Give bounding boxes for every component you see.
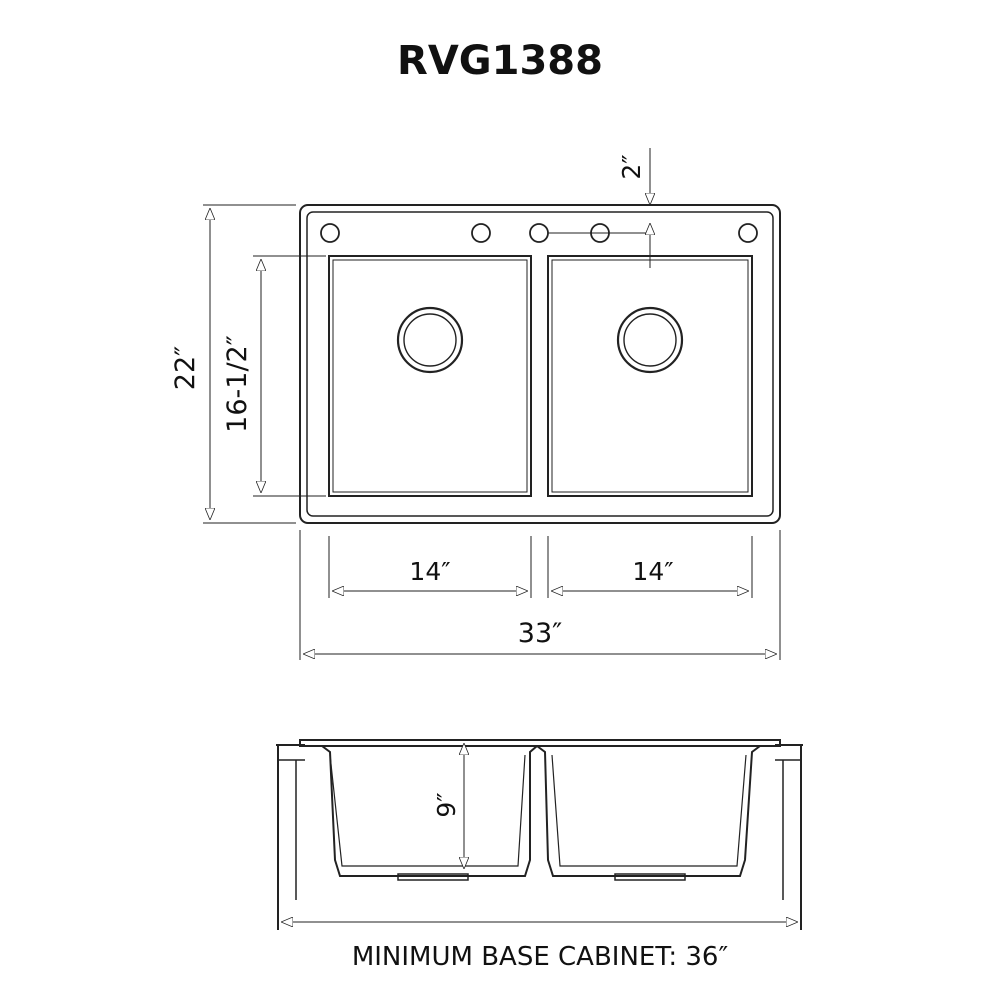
dim-right-bowl-width: 14″ xyxy=(547,536,753,598)
left-bowl-profile xyxy=(321,745,538,877)
right-drain-inner xyxy=(623,313,677,367)
sink-inner-rim xyxy=(306,211,774,517)
bowl-depth-label: 16-1/2″ xyxy=(222,335,253,433)
right-drain-flange xyxy=(614,873,686,881)
faucet-hole-5 xyxy=(738,223,758,243)
left-drain-flange xyxy=(397,873,469,881)
dim-deck-offset: 2″ xyxy=(617,148,650,268)
left-bowl xyxy=(328,255,532,497)
right-bowl-inner xyxy=(551,259,749,493)
left-drain-inner xyxy=(403,313,457,367)
top-view xyxy=(299,204,781,524)
dim-overall-width: 33″ xyxy=(299,530,781,660)
left-bowl-width-label: 14″ xyxy=(409,557,450,586)
faucet-hole-1 xyxy=(320,223,340,243)
deck-offset-label: 2″ xyxy=(617,154,646,179)
dim-overall-depth: 22″ xyxy=(170,204,296,524)
left-bowl-inner-profile xyxy=(329,754,526,867)
faucet-hole-3 xyxy=(529,223,549,243)
right-bowl-width-label: 14″ xyxy=(632,557,673,586)
min-cabinet-caption: MINIMUM BASE CABINET: 36″ xyxy=(352,942,729,972)
dim-left-bowl-width: 14″ xyxy=(328,536,532,598)
right-drain-icon xyxy=(616,306,684,374)
overall-depth-label: 22″ xyxy=(170,346,201,390)
bowl-height-label: 9″ xyxy=(432,792,461,817)
faucet-hole-2 xyxy=(471,223,491,243)
model-title: RVG1388 xyxy=(397,38,603,84)
overall-width-label: 33″ xyxy=(518,618,562,649)
left-drain-icon xyxy=(396,306,464,374)
left-bowl-inner xyxy=(332,259,528,493)
dim-bowl-depth: 16-1/2″ xyxy=(222,255,326,497)
right-bowl-profile xyxy=(536,745,761,877)
sink-flange xyxy=(299,739,781,747)
right-bowl-inner-profile xyxy=(551,754,747,867)
right-bowl xyxy=(547,255,753,497)
sink-outer-rim xyxy=(299,204,781,524)
side-view: 9″ MINIMUM BASE CABINET: 36″ xyxy=(276,739,803,972)
